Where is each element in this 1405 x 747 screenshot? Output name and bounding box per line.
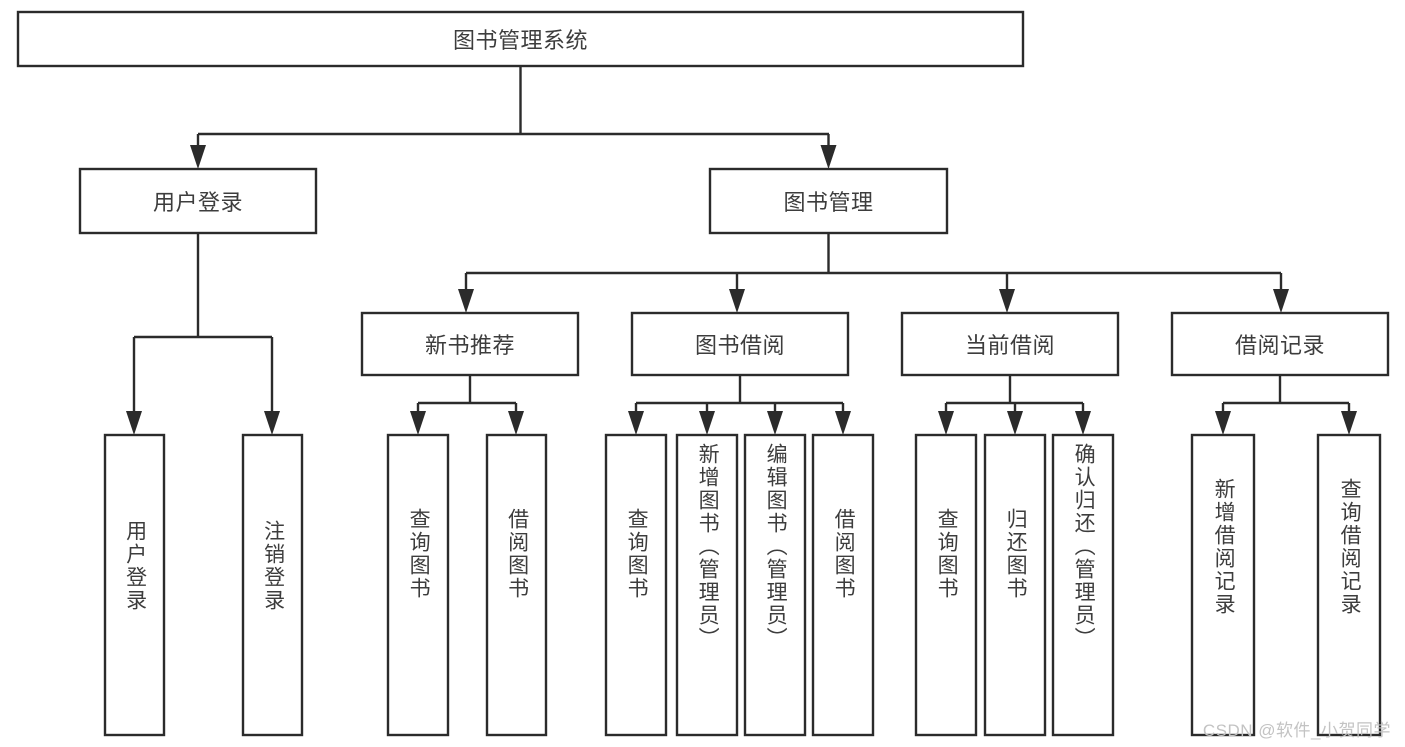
node-leaf-borrow-book-2[interactable] [811,433,875,737]
edge-group-user-login [126,233,280,435]
node-leaf-query-book-2[interactable] [604,433,668,737]
node-leaf-query-record[interactable] [1316,433,1382,737]
arrow-head-leaf-borrow-book-2 [835,411,851,435]
node-leaf-confirm-return[interactable] [1051,433,1115,737]
arrow-head-leaf-query-record [1341,411,1357,435]
edge-group-root [190,66,837,169]
node-book-manage[interactable] [708,167,949,235]
node-leaf-add-record[interactable] [1190,433,1256,737]
node-leaf-add-book[interactable] [675,433,739,737]
arrow-head-leaf-add-record [1215,411,1231,435]
node-new-book-recommend[interactable] [360,311,580,377]
node-current-borrow[interactable] [900,311,1120,377]
node-borrow-record[interactable] [1170,311,1390,377]
arrow-head-leaf-logout [264,411,280,435]
node-leaf-borrow-book-1[interactable] [485,433,548,737]
node-leaf-return-book[interactable] [983,433,1047,737]
arrow-head-book-manage [820,145,837,169]
arrow-head-leaf-query-book-3 [938,411,954,435]
edge-group-current-borrow [938,375,1091,435]
arrow-head-leaf-query-book-1 [410,411,426,435]
node-leaf-query-book-1[interactable] [386,433,450,737]
arrow-head-leaf-add-book [699,411,715,435]
arrow-head-leaf-edit-book [767,411,783,435]
arrow-head-leaf-return-book [1007,411,1023,435]
edge-group-new-book-recommend [410,375,524,435]
node-leaf-user-login[interactable] [103,433,166,737]
node-root[interactable] [16,10,1025,68]
arrow-head-leaf-borrow-book-1 [508,411,524,435]
node-leaf-query-book-3[interactable] [914,433,978,737]
arrow-head-user-login [190,145,206,169]
edge-group-borrow-record [1215,375,1357,435]
arrow-head-leaf-confirm-return [1075,411,1091,435]
arrow-head-new-book-recommend [458,289,474,313]
arrow-head-borrow-record [1273,289,1289,313]
csdn-watermark: CSDN @软件_小贺同学 [1202,721,1391,740]
node-leaf-edit-book[interactable] [743,433,807,737]
edge-group-book-manage [458,233,1289,313]
arrow-head-book-borrow [729,289,745,313]
node-user-login[interactable] [78,167,318,235]
arrow-head-current-borrow [999,289,1015,313]
node-book-borrow[interactable] [630,311,850,377]
arrow-head-leaf-query-book-2 [628,411,644,435]
edge-group-book-borrow [628,375,851,435]
node-leaf-logout[interactable] [241,433,304,737]
arrow-head-leaf-user-login [126,411,142,435]
